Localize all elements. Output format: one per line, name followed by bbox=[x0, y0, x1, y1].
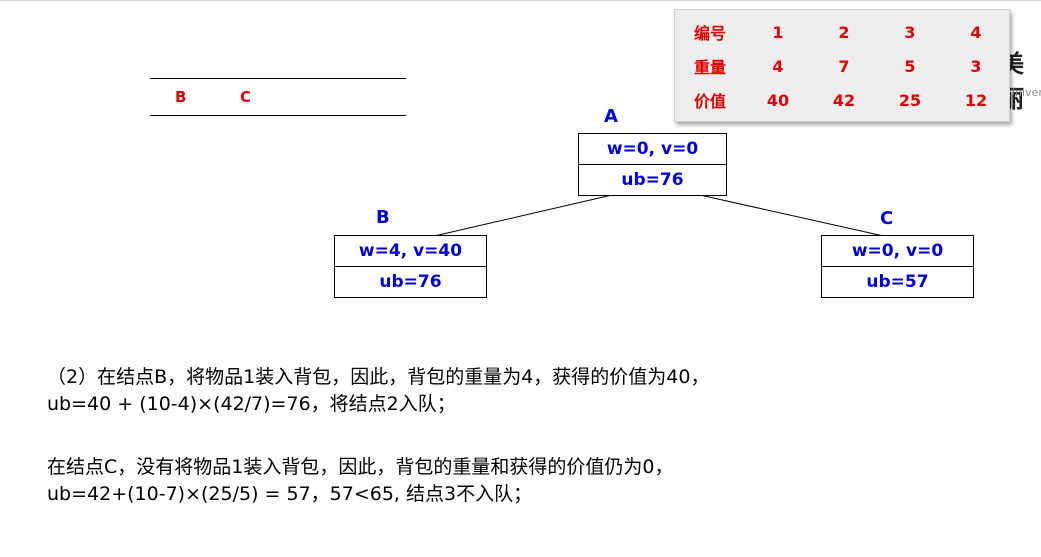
logo-text: Univer bbox=[1007, 86, 1041, 99]
item-table: 编号 1 2 3 4 重量 4 7 5 3 价值 40 42 25 12 bbox=[674, 9, 1010, 122]
table-cell: 3 bbox=[904, 22, 916, 42]
node-a-bound: ub=76 bbox=[579, 164, 726, 195]
table-cell: 3 bbox=[970, 56, 982, 76]
queue-bottom-line bbox=[150, 115, 406, 116]
table-cell: 40 bbox=[766, 90, 790, 110]
edge-a-b bbox=[429, 194, 613, 238]
node-c-state: w=0, v=0 bbox=[851, 241, 944, 261]
node-a-label: A bbox=[604, 106, 618, 127]
table-cell: 42 bbox=[832, 90, 856, 110]
node-b-state: w=4, v=40 bbox=[358, 241, 463, 261]
queue-top-line bbox=[150, 78, 406, 79]
top-rule bbox=[0, 0, 1041, 1]
node-a-state: w=0, v=0 bbox=[606, 139, 699, 159]
table-cell: 4 bbox=[772, 56, 784, 76]
row-header-value: 价值 bbox=[693, 92, 726, 111]
explanation-line: 在结点C，没有将物品1装入背包，因此，背包的重量和获得的价值仍为0， bbox=[47, 456, 674, 478]
edge-a-c bbox=[699, 194, 889, 238]
table-row-value: 价值 40 42 25 12 bbox=[675, 83, 1009, 117]
table-cell: 1 bbox=[772, 22, 784, 42]
table-cell: 5 bbox=[904, 56, 916, 76]
explanation-paragraph-1: （2）在结点B，将物品1装入背包，因此，背包的重量为4，获得的价值为40， ub… bbox=[47, 364, 709, 418]
row-header-weight: 重量 bbox=[693, 58, 726, 77]
node-c-bound: ub=57 bbox=[822, 266, 973, 297]
table-cell: 7 bbox=[838, 56, 850, 76]
node-b: w=4, v=40 ub=76 bbox=[334, 235, 487, 298]
table-row-id: 编号 1 2 3 4 bbox=[675, 15, 1009, 49]
table-cell: 25 bbox=[898, 90, 922, 110]
node-c: w=0, v=0 ub=57 bbox=[821, 235, 974, 298]
explanation-line: ub=40 + (10-4)×(42/7)=76，将结点2入队； bbox=[47, 393, 456, 415]
queue-item-b: B bbox=[175, 88, 187, 106]
node-c-label: C bbox=[880, 208, 894, 229]
node-a: w=0, v=0 ub=76 bbox=[578, 133, 727, 196]
table-row-weight: 重量 4 7 5 3 bbox=[675, 49, 1009, 83]
node-b-bound: ub=76 bbox=[335, 266, 486, 297]
row-header-id: 编号 bbox=[693, 24, 726, 43]
table-cell: 4 bbox=[970, 22, 982, 42]
node-b-label: B bbox=[376, 207, 390, 228]
explanation-line: （2）在结点B，将物品1装入背包，因此，背包的重量为4，获得的价值为40， bbox=[47, 366, 710, 388]
table-cell: 2 bbox=[838, 22, 850, 42]
table-cell: 12 bbox=[964, 90, 988, 110]
explanation-paragraph-2: 在结点C，没有将物品1装入背包，因此，背包的重量和获得的价值仍为0， ub=42… bbox=[47, 454, 673, 508]
queue-item-c: C bbox=[240, 88, 252, 106]
explanation-line: ub=42+(10-7)×(25/5) = 57，57<65, 结点3不入队； bbox=[47, 483, 533, 505]
